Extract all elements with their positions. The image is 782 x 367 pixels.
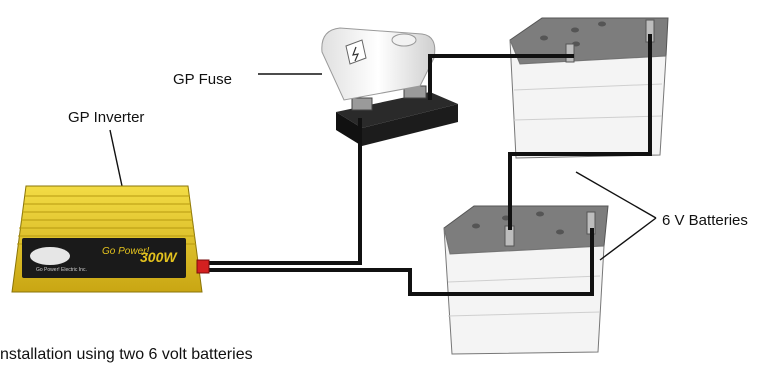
battery-upper-terminal-left bbox=[565, 43, 575, 63]
wire-fuse-to-upper-battery bbox=[428, 54, 574, 100]
leader-inverter bbox=[109, 129, 123, 187]
battery-lower bbox=[443, 205, 609, 355]
leader-battery-upper bbox=[575, 171, 657, 219]
battery-upper-body bbox=[509, 39, 667, 159]
fuse-base bbox=[336, 92, 458, 128]
leader-lines bbox=[109, 73, 657, 261]
inverter: Go Power! Go Power! Electric Inc. 300W bbox=[11, 185, 210, 293]
wiring bbox=[207, 34, 652, 296]
inverter-company-text: Go Power! Electric Inc. bbox=[36, 267, 87, 273]
inverter-rating-text: 300W bbox=[140, 249, 178, 265]
caption: nstallation using two 6 volt batteries bbox=[0, 346, 253, 363]
inverter-brand-text: Go Power! bbox=[102, 246, 149, 257]
wire-inverter-to-lower-battery bbox=[207, 228, 594, 296]
leader-battery-lower bbox=[599, 217, 657, 261]
battery-upper bbox=[509, 17, 669, 159]
inverter-logo bbox=[30, 247, 70, 265]
warning-icon bbox=[345, 39, 367, 65]
fuse bbox=[321, 27, 458, 146]
batteries-label: 6 V Batteries bbox=[662, 212, 748, 229]
inverter-panel bbox=[22, 238, 186, 278]
inverter-terminal-red bbox=[196, 259, 210, 274]
wire-battery-link bbox=[508, 34, 652, 230]
inverter-label: GP Inverter bbox=[68, 109, 145, 126]
battery-lower-body bbox=[443, 227, 605, 355]
fuse-label: GP Fuse bbox=[173, 71, 232, 88]
wire-inverter-to-fuse bbox=[207, 118, 362, 265]
